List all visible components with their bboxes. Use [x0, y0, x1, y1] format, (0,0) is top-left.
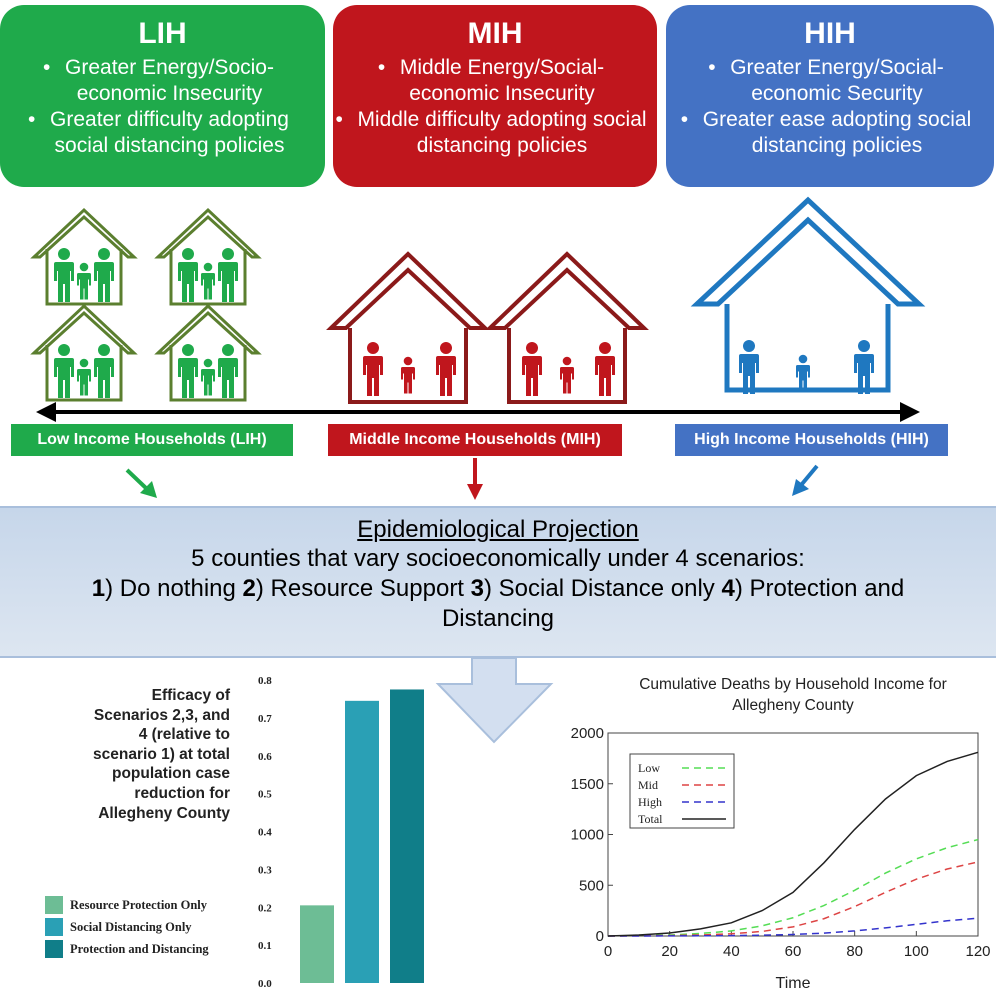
projection-scenarios: 1) Do nothing 2) Resource Support 3) Soc… — [0, 574, 996, 634]
line-legend-label: Total — [638, 812, 663, 826]
mih-pointer-arrow — [467, 458, 483, 500]
hih-pointer-arrow — [792, 464, 819, 496]
scenario-3-num: 3 — [470, 575, 485, 602]
mih-bullet-1: Middle Energy/Social-economic Insecurity — [343, 55, 647, 107]
scenario-1-text: ) Do nothing — [105, 575, 243, 602]
bar-3 — [390, 689, 424, 983]
lih-card: LIH Greater Energy/Socio-economic Insecu… — [0, 5, 325, 187]
bar-y-tick-label: 0.5 — [258, 789, 272, 801]
line-chart-title: Cumulative Deaths by Household Income fo… — [639, 676, 947, 714]
scenario-3-text: ) Social Distance only — [484, 575, 722, 602]
x-tick-label: 20 — [661, 943, 678, 960]
lih-pointer-arrow — [125, 468, 157, 498]
scenario-1-num: 1 — [91, 575, 106, 602]
y-tick-label: 1000 — [571, 827, 604, 844]
bar-y-tick-label: 0.6 — [258, 751, 272, 763]
y-tick-label: 1500 — [571, 776, 604, 793]
x-tick-label: 100 — [904, 943, 929, 960]
bar-legend-label-3: Protection and Distancing — [70, 942, 209, 956]
hih-bullets: Greater Energy/Social-economic Security … — [666, 55, 994, 159]
scenario-4-num: 4 — [721, 575, 735, 602]
x-tick-label: 60 — [785, 943, 802, 960]
lih-bullet-1: Greater Energy/Socio-economic Insecurity — [10, 55, 315, 107]
hih-title: HIH — [804, 17, 856, 50]
line-legend-label: Mid — [638, 778, 658, 792]
hih-bullet-2: Greater ease adopting social distancing … — [676, 107, 984, 159]
x-tick-label: 0 — [604, 943, 612, 960]
line-legend-box — [629, 753, 735, 829]
bar-legend-item-1: Resource Protection Only — [45, 896, 207, 914]
line-legend-label: Low — [638, 761, 660, 775]
bar-2 — [345, 700, 379, 983]
projection-band: Epidemiological Projection 5 counties th… — [0, 506, 996, 658]
scenario-4-text: ) Protection and Distancing — [441, 575, 905, 632]
bar-y-tick-label: 0.7 — [258, 713, 272, 725]
bar-legend-item-3: Protection and Distancing — [45, 940, 209, 958]
y-tick-label: 0 — [596, 928, 604, 945]
bar-legend-swatch-2 — [45, 918, 63, 936]
lih-bullets: Greater Energy/Socio-economic Insecurity… — [0, 55, 325, 159]
hih-bullet-1: Greater Energy/Social-economic Security — [676, 55, 984, 107]
bar-legend-swatch-3 — [45, 940, 63, 958]
lih-bullet-2: Greater difficulty adopting social dista… — [10, 107, 315, 159]
hih-label: High Income Households (HIH) — [675, 424, 948, 456]
hih-card: HIH Greater Energy/Social-economic Secur… — [666, 5, 994, 187]
bar-chart-title: Efficacy of Scenarios 2,3, and 4 (relati… — [93, 687, 230, 822]
bar-legend-item-2: Social Distancing Only — [45, 918, 192, 936]
y-tick-label: 500 — [579, 877, 604, 894]
y-tick-label: 2000 — [571, 725, 604, 742]
mih-label: Middle Income Households (MIH) — [328, 424, 622, 456]
mih-bullet-2: Middle difficulty adopting social distan… — [335, 107, 647, 159]
hih-house — [690, 196, 926, 394]
x-tick-label: 40 — [723, 943, 740, 960]
bar-legend-label-2: Social Distancing Only — [70, 920, 192, 934]
lih-label: Low Income Households (LIH) — [11, 424, 293, 456]
mih-bullets: Middle Energy/Social-economic Insecurity… — [333, 55, 657, 159]
lih-title: LIH — [138, 17, 187, 50]
bar-y-tick-label: 0.0 — [258, 978, 272, 990]
projection-title: Epidemiological Projection — [357, 516, 639, 543]
x-tick-label: 120 — [965, 943, 990, 960]
mih-title: MIH — [467, 17, 523, 50]
x-tick-label: 80 — [846, 943, 863, 960]
series-line-total — [607, 751, 979, 937]
x-axis-label: Time — [776, 975, 811, 992]
bar-y-tick-label: 0.3 — [258, 864, 272, 876]
bar-y-tick-label: 0.8 — [258, 675, 272, 687]
bar-1 — [300, 905, 334, 983]
bar-legend-label-1: Resource Protection Only — [70, 898, 208, 912]
income-axis-arrow — [36, 402, 920, 422]
projection-subtitle: 5 counties that vary socioeconomically u… — [191, 545, 805, 572]
series-line-high — [608, 917, 979, 937]
bar-y-tick-label: 0.1 — [258, 940, 272, 952]
line-legend-label: High — [638, 795, 662, 809]
bar-y-tick-label: 0.2 — [258, 902, 272, 914]
bar-legend-swatch-1 — [45, 896, 63, 914]
bar-y-tick-label: 0.4 — [258, 827, 272, 839]
scenario-2-text: ) Resource Support — [255, 575, 471, 602]
mih-card: MIH Middle Energy/Social-economic Insecu… — [333, 5, 657, 187]
scenario-2-num: 2 — [242, 575, 256, 602]
